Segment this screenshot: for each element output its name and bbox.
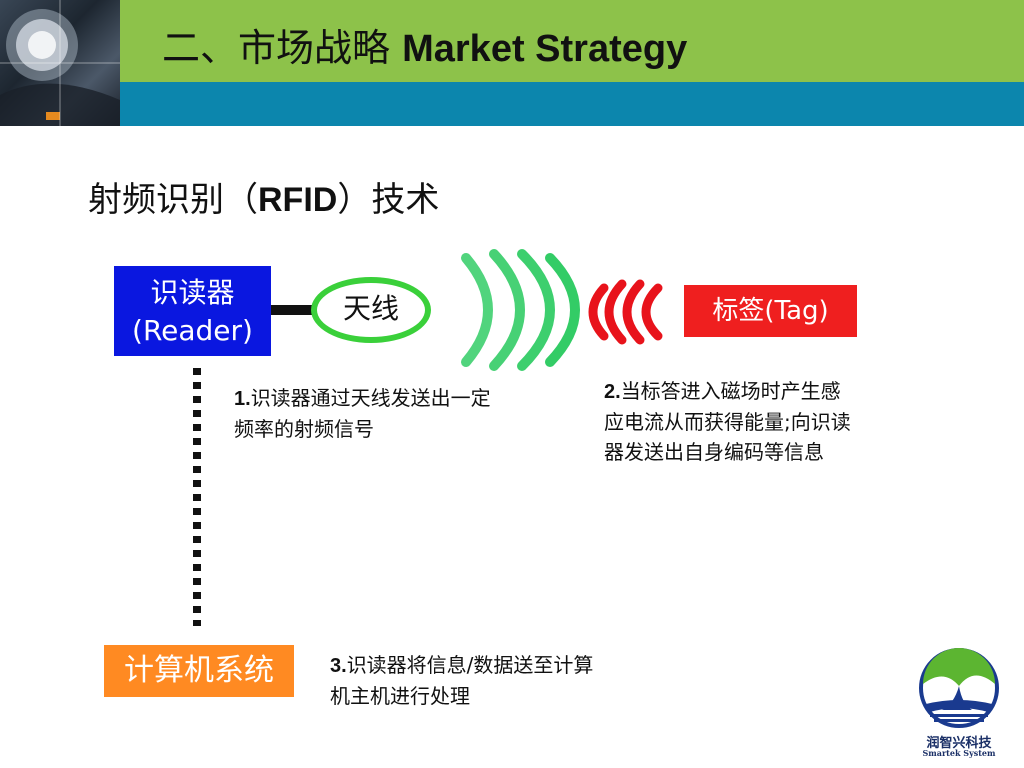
header-band (0, 0, 1024, 82)
tag-waves-icon (588, 279, 663, 345)
header-photo (0, 0, 120, 126)
step-3-description: 识读器将信息/数据送至计算机主机进行处理 (330, 653, 594, 708)
step-2-text: 2.当标答进入磁场时产生感应电流从而获得能量;向识读器发送出自身编码等信息 (604, 376, 854, 467)
reader-antenna-connector (271, 305, 313, 315)
page-title: 二、市场战略 Market Strategy (162, 20, 687, 76)
subtitle-en: RFID (258, 181, 338, 219)
computer-system-box: 计算机系统 (104, 645, 294, 697)
tag-label: 标签(Tag) (712, 296, 829, 326)
company-name-en: Smartek System (922, 748, 996, 758)
company-logo-icon (919, 648, 999, 728)
step-2-number: 2. (604, 381, 621, 403)
reader-label-en: (Reader) (132, 314, 253, 347)
step-2-description: 当标答进入磁场时产生感应电流从而获得能量;向识读器发送出自身编码等信息 (604, 379, 851, 464)
company-name-cn: 润智兴科技 (926, 736, 992, 751)
page-title-en: Market Strategy (402, 28, 688, 70)
step-3-number: 3. (330, 655, 347, 677)
reader-computer-link (193, 368, 201, 626)
company-logo: 润智兴科技 Smartek System (914, 646, 1004, 758)
antenna-ellipse: 天线 (311, 277, 431, 343)
step-1-text: 1.识读器通过天线发送出一定频率的射频信号 (234, 383, 494, 444)
step-1-description: 识读器通过天线发送出一定频率的射频信号 (234, 386, 491, 441)
reader-waves-icon (461, 249, 580, 371)
headlight-image (0, 0, 120, 126)
subtitle-cn-before: 射频识别（ (88, 180, 258, 220)
header-stripe (0, 82, 1024, 126)
step-1-number: 1. (234, 388, 251, 410)
tag-box: 标签(Tag) (684, 285, 857, 337)
section-subtitle: 射频识别（RFID）技术 (88, 172, 439, 221)
step-3-text: 3.识读器将信息/数据送至计算机主机进行处理 (330, 650, 600, 711)
page-title-cn: 二、市场战略 (162, 26, 391, 70)
reader-box: 识读器 (Reader) (114, 266, 271, 356)
reader-label: 识读器 (150, 276, 235, 309)
antenna-label: 天线 (342, 292, 399, 325)
subtitle-cn-after: ）技术 (337, 180, 440, 220)
computer-label: 计算机系统 (124, 653, 274, 688)
